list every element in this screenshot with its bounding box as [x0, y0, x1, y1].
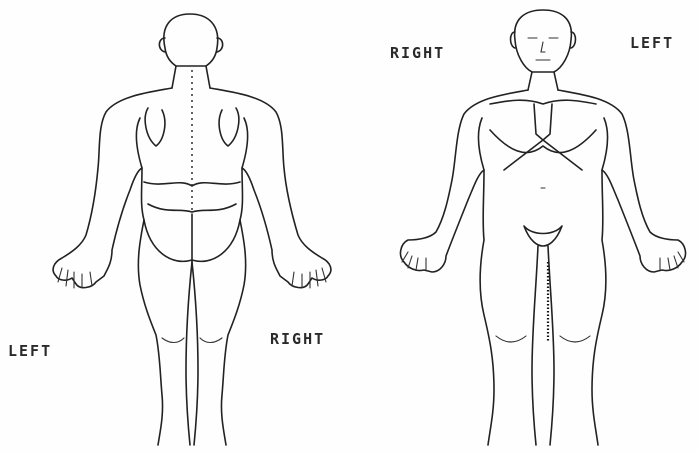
front-left-arm-inner — [478, 118, 484, 170]
back-left-scapula — [145, 108, 165, 146]
front-right-outline — [558, 90, 685, 445]
front-view-right-label: RIGHT — [390, 44, 445, 62]
front-left-leg-inner — [532, 246, 538, 445]
front-nose — [541, 42, 545, 52]
back-left-leg-inner — [186, 262, 192, 445]
back-head — [164, 14, 218, 66]
back-view-figure — [53, 14, 331, 445]
back-right-arm-inner — [242, 118, 248, 168]
back-right-leg-inner — [192, 262, 198, 445]
front-chest-v — [504, 140, 582, 170]
back-view-left-label: LEFT — [8, 342, 52, 360]
back-view-right-label: RIGHT — [270, 330, 325, 348]
front-head — [515, 10, 572, 72]
back-left-fingers — [58, 268, 92, 288]
front-neck — [528, 72, 558, 90]
front-right-leg-inner — [548, 246, 554, 445]
front-sternum — [534, 104, 552, 140]
back-right-fingers — [292, 268, 326, 288]
front-clavicles — [490, 100, 596, 104]
back-right-outline — [210, 88, 331, 445]
back-left-arm-inner — [136, 118, 142, 168]
back-right-scapula — [219, 108, 239, 146]
front-right-arm-inner — [602, 118, 608, 170]
back-neck — [172, 66, 210, 88]
front-groin — [524, 226, 562, 246]
back-knee-lines — [162, 338, 222, 343]
back-left-outline — [53, 88, 172, 445]
front-left-outline — [401, 90, 528, 445]
front-right-fingers — [660, 252, 684, 270]
front-view-left-label: LEFT — [630, 34, 674, 52]
front-knee-lines — [496, 336, 590, 342]
front-left-fingers — [402, 252, 426, 270]
front-view-figure — [401, 10, 686, 445]
back-buttocks — [144, 214, 240, 262]
front-ribcage — [490, 130, 596, 153]
